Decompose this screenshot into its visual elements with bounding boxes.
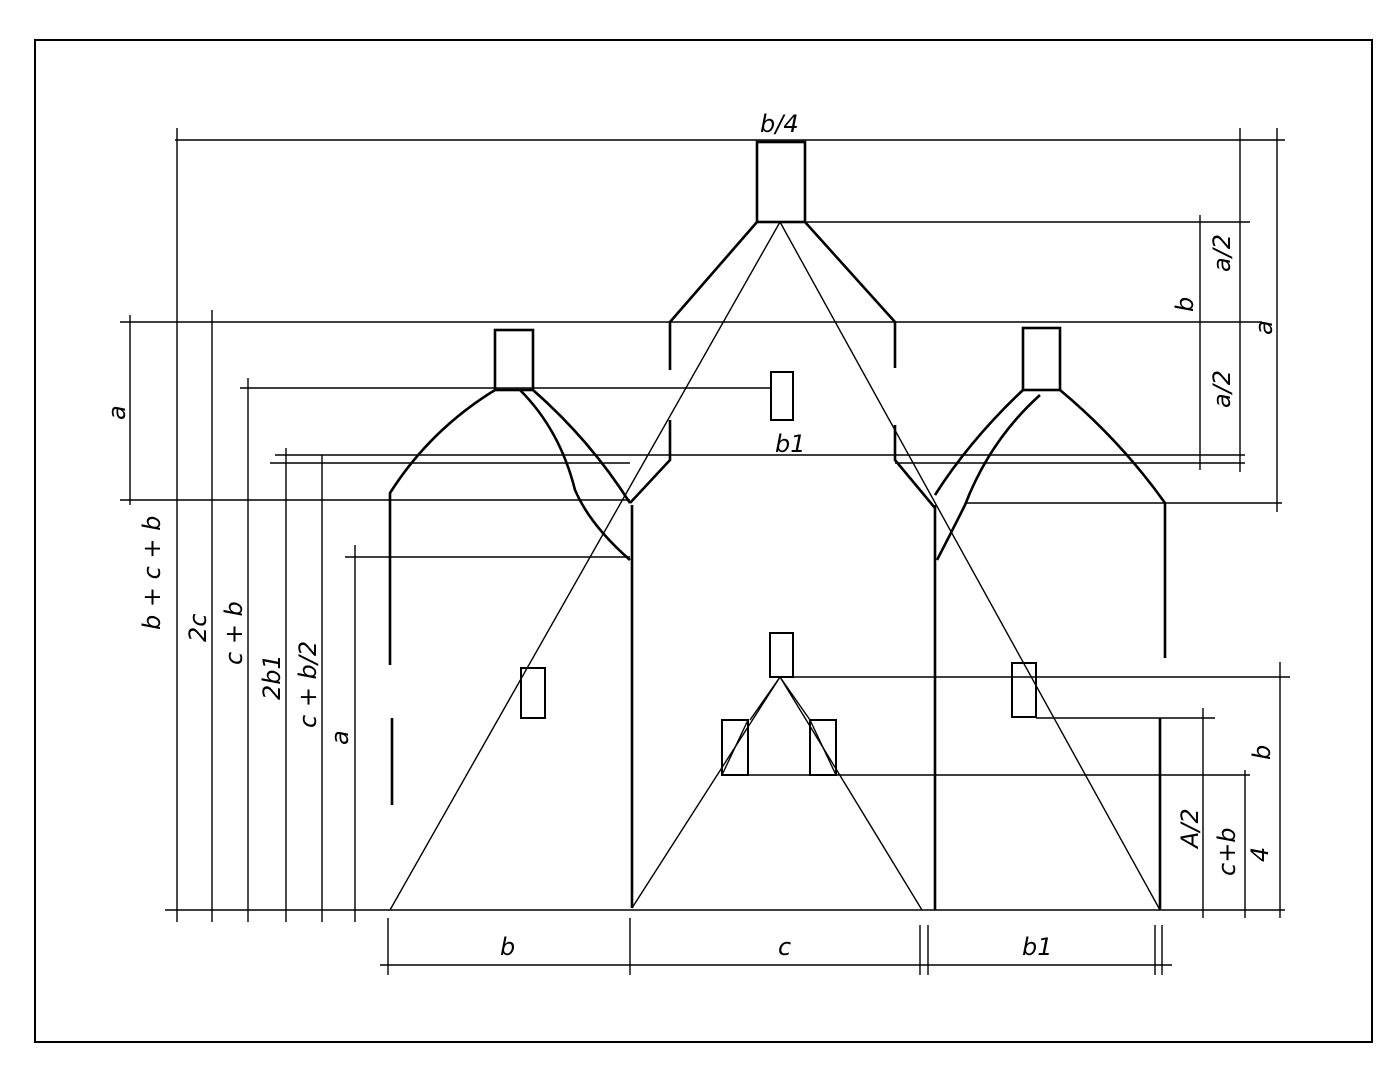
center-chimney: [755, 140, 807, 224]
right-tower: [933, 326, 1167, 910]
label-left-2c: 2c: [184, 614, 212, 642]
dimension-lines: [120, 128, 1290, 975]
center-window: [770, 371, 794, 421]
right-window: [1011, 662, 1037, 718]
label-left-a-low: a: [326, 730, 354, 745]
label-top: b/4: [760, 110, 799, 138]
label-right-low-b: b: [1248, 745, 1276, 760]
construction-triangles: [389, 221, 1161, 911]
label-center-b1: b1: [775, 430, 806, 458]
left-chimney: [493, 328, 535, 392]
dimension-labels: b/4 b a/2 a a/2 b1 a b + c + b 2c c + b …: [103, 110, 1278, 961]
label-right-frac-num: c+b: [1213, 827, 1241, 876]
label-right-frac-den: 4: [1246, 847, 1274, 862]
label-right-a-half-bottom: a/2: [1208, 370, 1236, 408]
label-right-b: b: [1171, 297, 1199, 312]
left-tower: [388, 328, 632, 805]
label-left-cb2: c + b/2: [294, 641, 322, 728]
label-right-a-half-top: a/2: [1208, 234, 1236, 272]
drawing-frame: [34, 39, 1373, 1043]
right-chimney: [1021, 326, 1062, 392]
label-left-bcb: b + c + b: [138, 516, 166, 630]
label-left-cb: c + b: [220, 601, 248, 665]
label-left-2b1: 2b1: [258, 654, 286, 700]
label-bottom-b1: b1: [1022, 933, 1053, 961]
label-bottom-b: b: [500, 933, 515, 961]
left-window: [520, 667, 546, 719]
label-left-a: a: [103, 405, 131, 420]
label-right-A2: A/2: [1176, 808, 1204, 850]
label-right-a: a: [1250, 320, 1278, 335]
center-tower: [629, 140, 937, 910]
label-bottom-c: c: [778, 933, 791, 961]
